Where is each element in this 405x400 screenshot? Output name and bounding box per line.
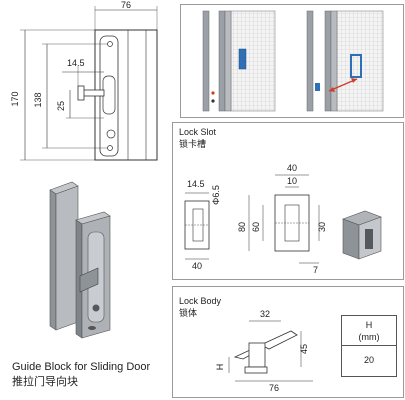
ls-dim-40-top: 40 [287, 163, 297, 173]
handle-front-drawing: 76 170 138 14.5 25 [10, 0, 158, 161]
frame-profile-left [202, 10, 210, 112]
guide-block-blue [238, 48, 247, 70]
lock-body-panel: Lock Body 锁体 32 45 76 H H (mm) 20 [172, 286, 404, 398]
ls-dim-14-5: 14.5 [187, 179, 205, 189]
screw-red-1 [211, 91, 215, 95]
lock-slot-title-en: Lock Slot [179, 127, 217, 137]
ls-dim-7: 7 [313, 265, 318, 275]
dim-width-label: 76 [121, 0, 131, 10]
caption-en: Guide Block for Sliding Door [12, 361, 151, 373]
lb-dim-h: H [215, 364, 225, 371]
lb-dim-76: 76 [269, 383, 279, 393]
handle-left-plate [49, 189, 57, 331]
caption-cn: 推拉门导向块 [12, 376, 78, 388]
lock-body-block [248, 342, 266, 368]
installation-illustration [191, 10, 395, 112]
frame-profile-right [306, 10, 314, 112]
ls-dim-40-bottom: 40 [192, 261, 202, 271]
key-cylinder-3d [92, 304, 100, 312]
ls-dim-60: 60 [251, 222, 261, 232]
ls-dim-10: 10 [287, 176, 297, 186]
dim-170-label: 170 [10, 91, 20, 106]
latch-3d [79, 267, 99, 293]
key-cylinder [106, 129, 116, 139]
lock-slot-title-cn: 锁卡槽 [179, 139, 207, 149]
lock-body-title-cn: 锁体 [179, 308, 198, 318]
handle-3d-illustration [49, 181, 111, 339]
lock-body-drawing: 32 45 76 H [215, 309, 313, 393]
h-table: H (mm) 20 [341, 315, 397, 377]
lock-slot-panel: Lock Slot 锁卡槽 14.5 Φ6.5 40 40 10 80 60 3… [172, 122, 404, 280]
dim-14-5-label: 14.5 [67, 58, 85, 68]
h-table-value: 20 [363, 355, 374, 365]
ls-dim-30: 30 [317, 222, 327, 232]
dim-138-label: 138 [33, 92, 43, 107]
lock-body-title-en: Lock Body [179, 296, 222, 306]
handle-body-outline [94, 29, 158, 161]
ls-dim-80: 80 [237, 222, 247, 232]
h-table-unit: (mm) [358, 332, 380, 342]
guide-block-installed [350, 54, 362, 78]
lock-body-lever [233, 330, 298, 360]
mesh-panel-left [230, 10, 276, 112]
lock-slot-drawing: 14.5 Φ6.5 40 40 10 80 60 30 7 [184, 163, 382, 275]
lb-dim-32: 32 [260, 309, 270, 319]
h-table-header: H [365, 320, 373, 330]
latch-lever [81, 89, 105, 97]
lock-slot-blue [315, 83, 320, 91]
lb-dim-45: 45 [299, 344, 309, 354]
dim-25-label: 25 [56, 101, 66, 111]
installation-views-panel [180, 4, 404, 118]
ls-dim-phi: Φ6.5 [211, 185, 221, 205]
